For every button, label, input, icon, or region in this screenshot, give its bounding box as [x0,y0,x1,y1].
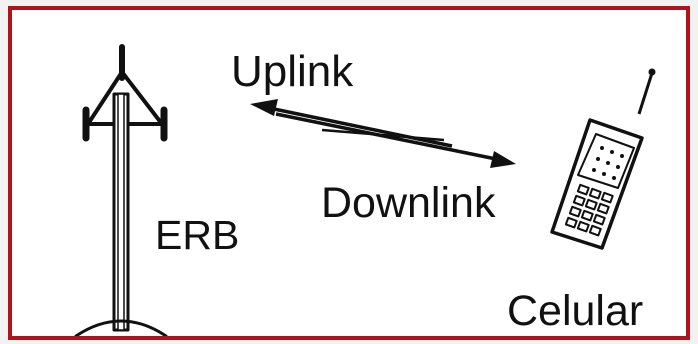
downlink-label: Downlink [321,179,496,227]
downlink-arrow [275,112,516,168]
uplink-label: Uplink [231,47,354,96]
link-line [321,128,445,142]
mobile-phone-icon [550,68,656,250]
link-arrows [250,99,516,168]
uplink-arrow [250,99,453,148]
base-station-label: ERB [155,212,240,258]
phone-label: Celular [507,287,644,335]
antenna-tower-icon [74,44,168,336]
diagram-frame: Uplink Downlink ERB Celular [8,6,690,340]
diagram-canvas [74,44,656,336]
